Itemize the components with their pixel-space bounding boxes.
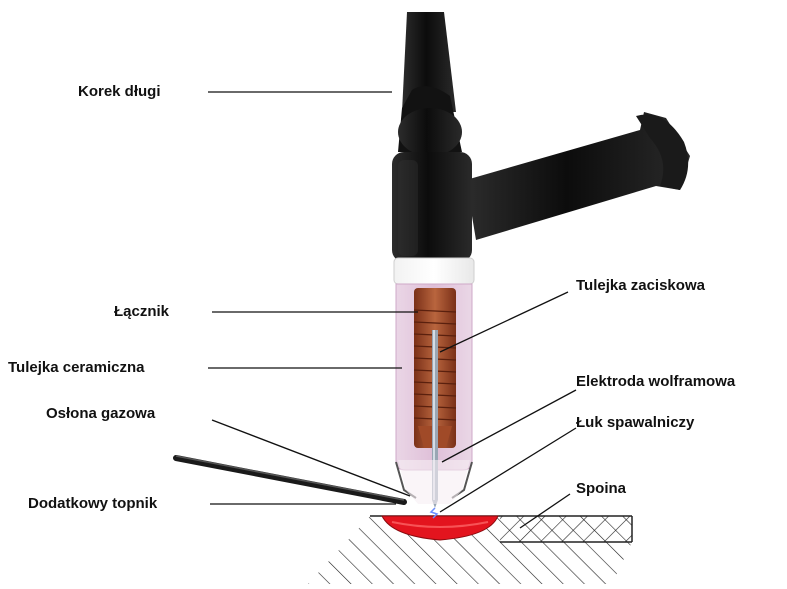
label-oslona-gazowa: Osłona gazowa bbox=[46, 405, 155, 423]
label-lacznik: Łącznik bbox=[114, 303, 169, 321]
filler-rod bbox=[176, 456, 404, 502]
gas-shield-nozzle bbox=[396, 460, 472, 504]
torch-head bbox=[392, 152, 472, 262]
torch-side-handle bbox=[466, 112, 690, 240]
label-luk-spawalniczy: Łuk spawalniczy bbox=[576, 414, 694, 432]
label-elektroda-wolframowa: Elektroda wolframowa bbox=[576, 373, 735, 391]
label-tulejka-zaciskowa: Tulejka zaciskowa bbox=[576, 277, 705, 295]
label-korek-dlugi: Korek długi bbox=[78, 83, 161, 101]
label-spoina: Spoina bbox=[576, 480, 626, 498]
label-dodatkowy-topnik: Dodatkowy topnik bbox=[28, 495, 157, 513]
insulator-ring bbox=[394, 258, 474, 284]
leader-lines bbox=[208, 92, 576, 528]
label-tulejka-ceramiczna: Tulejka ceramiczna bbox=[8, 359, 144, 377]
torch-cable-top bbox=[398, 12, 462, 156]
